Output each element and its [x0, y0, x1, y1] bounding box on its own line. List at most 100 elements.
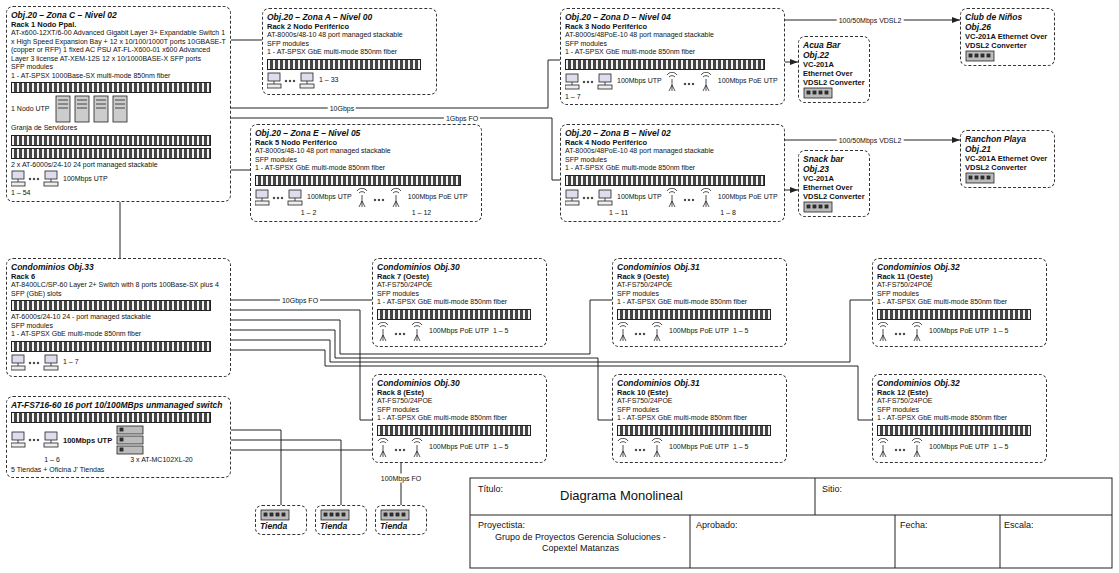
access-point-icons-part	[414, 335, 420, 341]
node-text: VC-201A Ethernet Over VDSL2 Converter	[965, 154, 1050, 172]
access-point-icons-part	[703, 191, 709, 192]
title-block-text: Título:	[478, 484, 503, 495]
workstation-icons-part	[44, 182, 58, 186]
node-text: Rack 11 (Oeste)	[877, 272, 1042, 281]
server-farm-icon-part	[58, 100, 68, 101]
media-converter-icons-part	[117, 446, 143, 454]
workstation-icons-part	[605, 82, 606, 85]
access-point-icons-part	[393, 201, 399, 207]
node-text: 100Mbps UTP	[617, 193, 662, 202]
node-text: 1 – 7	[565, 93, 780, 102]
node-heading: Tienda	[260, 521, 302, 531]
access-point-icons-part	[395, 333, 397, 335]
node-text: 1 – 5	[733, 443, 749, 452]
switch-unit	[11, 148, 211, 159]
switch-unit	[377, 425, 531, 436]
node-heading: Obj.20 – Zona E – Nivel 05	[255, 128, 477, 138]
title-block-text: Escala:	[1004, 520, 1034, 531]
workstation-icons-part	[33, 362, 35, 364]
node-text: 1 - AT-SPSX GbE multi-mode 850nm fiber	[377, 298, 542, 307]
access-point-icons-part	[701, 188, 711, 191]
rack-box: Condominios Obj.31Rack 10 (Este)AT-FS750…	[612, 374, 787, 463]
converter-icon-part	[330, 513, 333, 516]
converter-icon-part	[987, 54, 990, 57]
access-point-icons-part	[412, 322, 422, 325]
access-point-icons-part	[654, 325, 660, 326]
access-point-icons-part	[684, 83, 686, 85]
access-point-icons-part	[620, 335, 626, 341]
node-text: Rack 5 Nodo Periférico	[255, 138, 477, 147]
node-text: SFP modules	[617, 406, 782, 415]
server-farm-icon-part	[77, 104, 87, 105]
node-text: AT-8000s/48PoE-10 48 port managed stacka…	[565, 147, 780, 156]
node-text: 1 - AT-SPSX GbE multi-mode 850nm fiber	[267, 48, 432, 57]
access-point-icons-part	[618, 438, 628, 441]
title-block-rule	[895, 515, 896, 568]
node-text: AT-FS750/24POE	[377, 281, 542, 290]
node-heading: Obj.20 – Zona D – Nivel 04	[565, 12, 780, 22]
converter-icon-part	[381, 510, 409, 520]
node-text: 100Mbps PoE UTP	[429, 443, 489, 452]
workstation-icons-part	[11, 443, 25, 447]
node-text: 1 – 11	[609, 209, 628, 218]
node-row: 100Mbps UTP	[11, 425, 226, 455]
converter-icon	[320, 509, 350, 521]
link-label: 1Gbps FO	[444, 114, 480, 123]
workstation-icons-part	[587, 197, 589, 199]
server-farm-icon-part	[96, 100, 106, 101]
node-heading: Condominios Obj.32	[877, 378, 1042, 388]
node-text: SFP modules	[877, 406, 1042, 415]
node-text: 1 – 6	[44, 456, 60, 465]
workstation-icons-part	[44, 443, 58, 447]
node-row: 100Mbps PoE UTP1 – 5	[377, 322, 542, 342]
access-point-icons-part	[669, 201, 675, 207]
workstation-icons-part	[288, 201, 302, 205]
workstation-icons-part	[572, 82, 573, 85]
converter-icon-part	[390, 513, 393, 516]
switch-unit	[11, 135, 211, 146]
access-point-icons-part	[378, 199, 380, 201]
workstation-icons-part	[11, 366, 25, 370]
node-text: 100Mbps PoE UTP	[429, 327, 489, 336]
workstation-icons	[11, 170, 59, 188]
diagram-title: Diagrama Monolineal	[560, 488, 683, 503]
access-point-icons-part	[652, 322, 662, 325]
workstation-icons-part	[18, 440, 19, 443]
rack-box: Condominios Obj.30Rack 7 (Oeste)AT-FS750…	[372, 258, 547, 347]
link-label: 100/50Mbps VDSL2	[837, 16, 904, 25]
converter-icon-part	[804, 202, 832, 212]
title-block-text: Proyectista:	[478, 520, 525, 531]
media-converter-icons-part	[117, 436, 143, 444]
node-text: AT-FS750/24POE	[617, 281, 782, 290]
workstation-icons	[255, 189, 303, 207]
node-text: AT-FS750/24POE	[877, 397, 1042, 406]
workstation-icons	[11, 354, 59, 372]
node-row: 100Mbps UTP100Mbps PoE UTP	[565, 72, 780, 92]
rack-box: Condominios Obj.32Rack 11 (Oeste)AT-FS75…	[872, 258, 1047, 347]
server-farm-icon-part	[96, 108, 106, 109]
access-point-icons	[877, 322, 925, 342]
converter-icon-part	[966, 51, 994, 61]
converter-icon-part	[381, 510, 409, 520]
node-text: SFP modules	[565, 156, 780, 165]
workstation-icons-part	[273, 197, 275, 199]
node-text: 1 - AT-SPSX GbE multi-mode 850nm fiber	[877, 298, 1042, 307]
node-text: 100Mbps PoE UTP	[929, 327, 989, 336]
network-link	[785, 190, 798, 191]
workstation-icons-part	[255, 190, 302, 205]
node-text: 1 - AT-SPSX GbE multi-mode 850nm fiber	[617, 298, 782, 307]
node-text: AT-8000s/48PoE-10 48 port managed stacka…	[565, 31, 780, 40]
converter-icon-part	[819, 91, 822, 94]
access-point-icons-part	[667, 72, 677, 75]
workstation-icons-part	[12, 355, 24, 363]
switch-unit	[565, 175, 765, 186]
access-point-icons-part	[701, 72, 711, 75]
node-row: 100Mbps UTP	[11, 170, 226, 188]
access-point-icons-part	[635, 333, 637, 335]
access-point-icons	[377, 438, 425, 458]
access-point-icons-part	[878, 322, 922, 341]
node-text: SFP modules	[377, 406, 542, 415]
converter-icon-part	[813, 205, 816, 208]
workstation-icons-part	[267, 73, 314, 88]
